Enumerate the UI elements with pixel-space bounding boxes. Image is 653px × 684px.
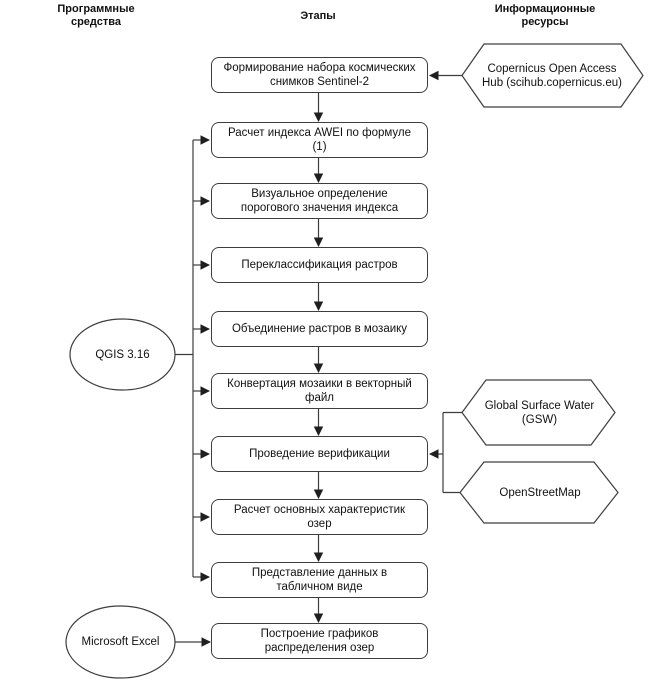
resource-hexagon-osm-label: OpenStreetMap — [499, 486, 581, 499]
stage-box-3: Визуальное определение порогового значен… — [211, 183, 428, 219]
resource-hexagon-osm-shape — [459, 461, 619, 524]
resource-hexagon-copernicus-label: Copernicus Open Access Hub (scihub.coper… — [482, 62, 622, 89]
resource-hexagon-gsw-label: Global Surface Water (GSW) — [484, 399, 595, 426]
resource-hexagon-gsw-shape — [461, 379, 616, 446]
stage-box-2: Расчет индекса AWEI по формуле (1) — [211, 122, 428, 158]
stage-box-7: Проведение верификации — [211, 436, 428, 472]
stage-box-6: Конвертация мозаики в векторный файл — [211, 373, 428, 409]
column-header-stages: Этапы — [300, 10, 336, 22]
resource-hexagon-copernicus-shape — [461, 43, 644, 108]
software-ellipse-excel-label: Microsoft Excel — [81, 636, 160, 648]
stage-box-9: Представление данных в табличном виде — [211, 562, 428, 598]
stage-box-8: Расчет основных характеристик озер — [211, 499, 428, 535]
column-header-software: Программные средства — [57, 3, 135, 28]
stage-box-5: Объединение растров в мозаику — [211, 311, 428, 347]
stage-box-10: Построение графиков распределения озер — [211, 623, 428, 659]
column-header-resources: Информационные ресурсы — [494, 3, 596, 28]
software-ellipse-qgis-label: QGIS 3.16 — [95, 348, 150, 361]
stage-box-1: Формирование набора космических снимков … — [211, 57, 428, 93]
stage-box-4: Переклассификация растров — [211, 247, 428, 283]
